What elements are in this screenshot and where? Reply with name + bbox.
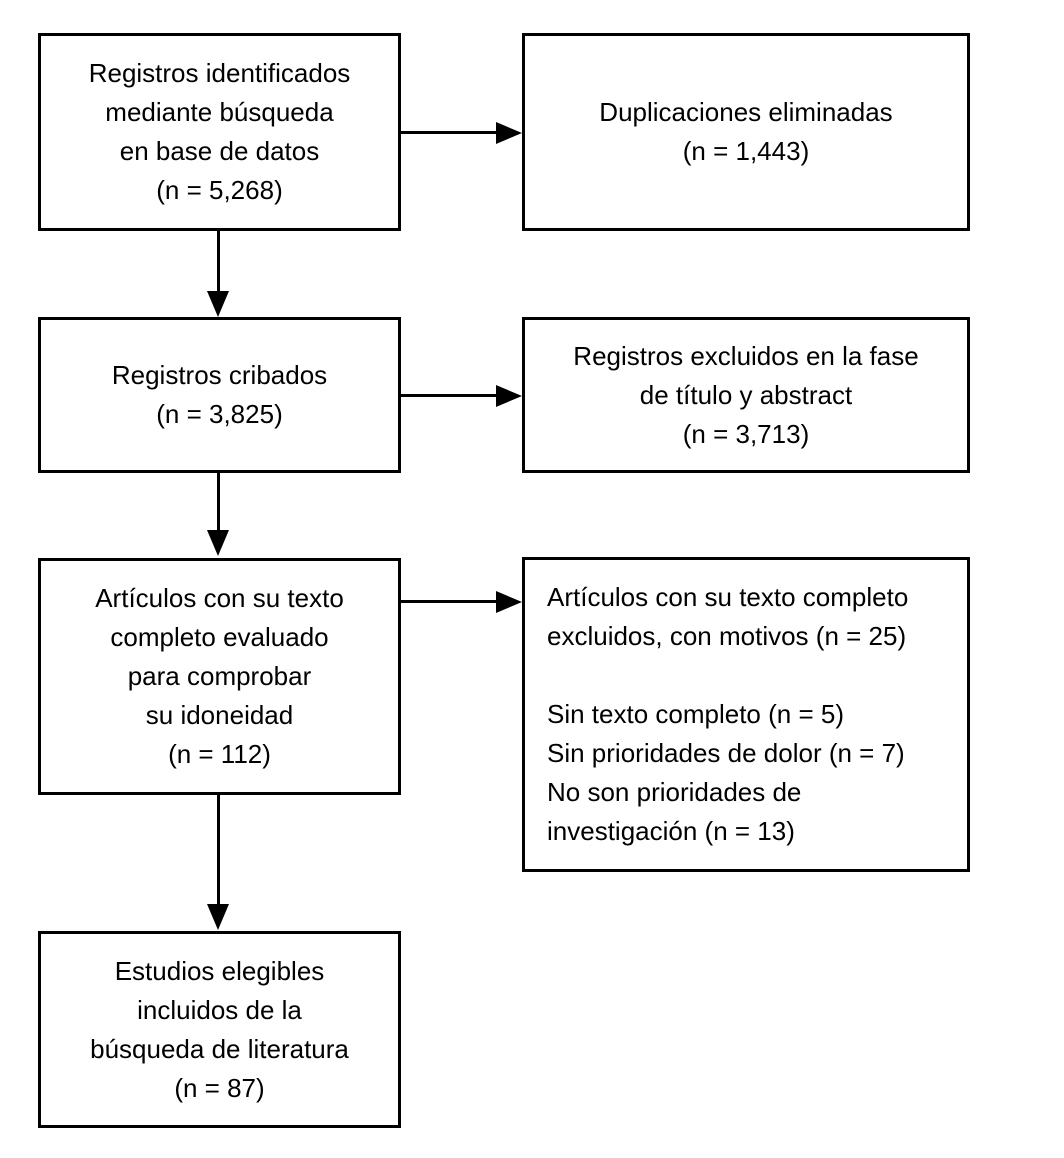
arrow-identified-to-duplicates-head bbox=[496, 122, 522, 144]
box-studies-included: Estudios elegibles incluidos de la búsqu… bbox=[38, 931, 401, 1128]
arrow-screened-to-excluded-line bbox=[400, 394, 498, 397]
box-records-screened-text: Registros cribados (n = 3,825) bbox=[111, 360, 328, 429]
box-records-identified: Registros identificados mediante búsqued… bbox=[38, 33, 401, 231]
box-fulltext-assessed: Artículos con su texto completo evaluado… bbox=[38, 558, 401, 795]
box-records-screened: Registros cribados (n = 3,825) bbox=[38, 317, 401, 473]
arrow-screened-to-fulltext-line bbox=[217, 472, 220, 532]
box-records-excluded-title-abstract: Registros excluidos en la fase de título… bbox=[522, 317, 970, 473]
arrow-fulltext-to-included-head bbox=[207, 904, 229, 930]
arrow-screened-to-excluded-head bbox=[496, 385, 522, 407]
arrow-identified-to-screened-head bbox=[207, 291, 229, 317]
box-records-identified-text: Registros identificados mediante búsqued… bbox=[88, 58, 351, 205]
box-records-excluded-title-abstract-text: Registros excluidos en la fase de título… bbox=[573, 340, 919, 449]
arrow-identified-to-duplicates-line bbox=[400, 131, 498, 134]
box-duplicates-removed: Duplicaciones eliminadas (n = 1,443) bbox=[522, 33, 970, 231]
box-fulltext-excluded-reasons: Artículos con su texto completo excluido… bbox=[522, 557, 970, 872]
arrow-fulltext-to-included-line bbox=[217, 794, 220, 906]
box-fulltext-excluded-reasons-text: Artículos con su texto completo excluido… bbox=[547, 582, 909, 846]
arrow-fulltext-to-excluded-line bbox=[400, 600, 498, 603]
box-studies-included-text: Estudios elegibles incluidos de la búsqu… bbox=[90, 955, 349, 1103]
box-fulltext-assessed-text: Artículos con su texto completo evaluado… bbox=[95, 583, 344, 769]
arrow-fulltext-to-excluded-head bbox=[496, 591, 522, 613]
arrow-screened-to-fulltext-head bbox=[207, 530, 229, 556]
arrow-identified-to-screened-line bbox=[217, 230, 220, 292]
box-duplicates-removed-text: Duplicaciones eliminadas (n = 1,443) bbox=[599, 97, 893, 166]
